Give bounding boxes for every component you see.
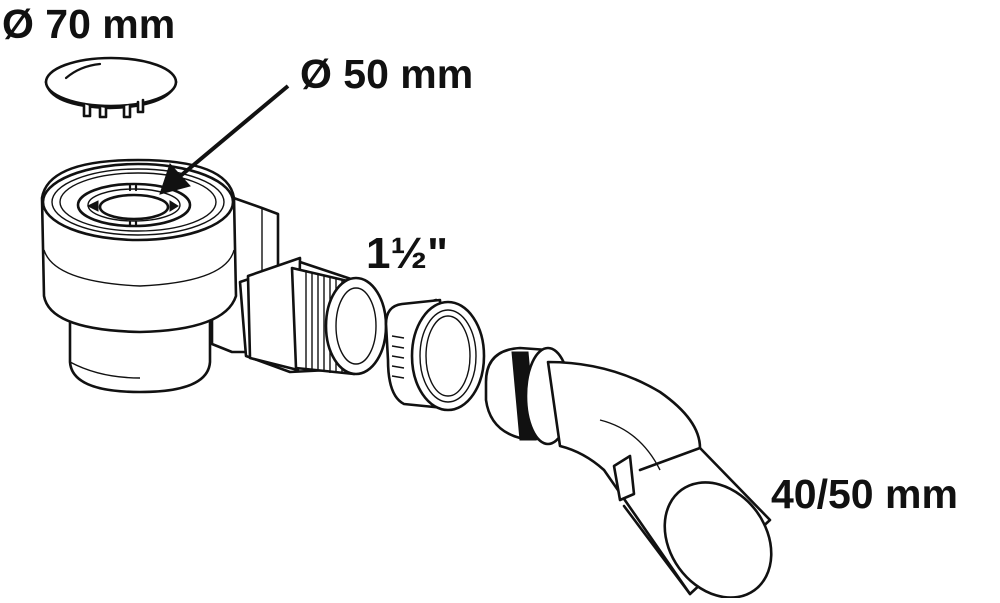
elbow-pipe — [546, 360, 773, 599]
coupling-nut — [384, 298, 486, 412]
cap-diameter-label: Ø 70 mm — [2, 1, 176, 47]
drain-cap — [44, 56, 178, 119]
outlet-diameter-label: Ø 50 mm — [300, 51, 474, 97]
drain-trap-body — [40, 158, 238, 394]
threaded-outlet — [238, 256, 388, 376]
outlet-pointer-arrow — [159, 84, 290, 195]
pipe-diameter-label: 40/50 mm — [771, 471, 958, 517]
thread-size-label: 1½" — [366, 229, 449, 278]
